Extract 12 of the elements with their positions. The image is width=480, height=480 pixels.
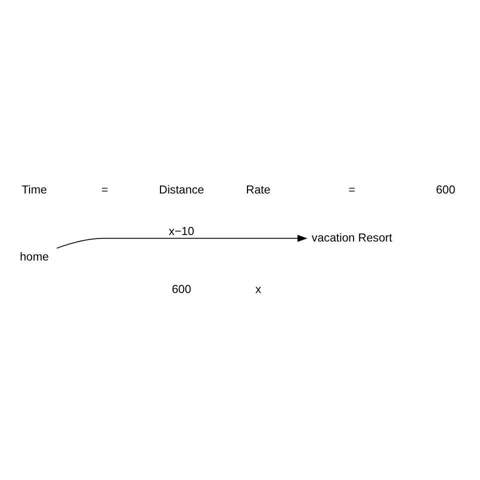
- label: =: [101, 183, 108, 196]
- label: Distance: [158, 183, 204, 196]
- label: 600: [172, 282, 192, 296]
- label: x: [255, 282, 262, 296]
- node-text: vacation Resort: [312, 231, 392, 244]
- label: =: [348, 183, 356, 196]
- node-text: home: [20, 250, 49, 264]
- label: Time: [22, 183, 48, 196]
- label: 600: [436, 183, 456, 196]
- arrow: [56, 234, 308, 249]
- label: Rate: [246, 183, 270, 196]
- edge-label: x−10: [168, 225, 194, 238]
